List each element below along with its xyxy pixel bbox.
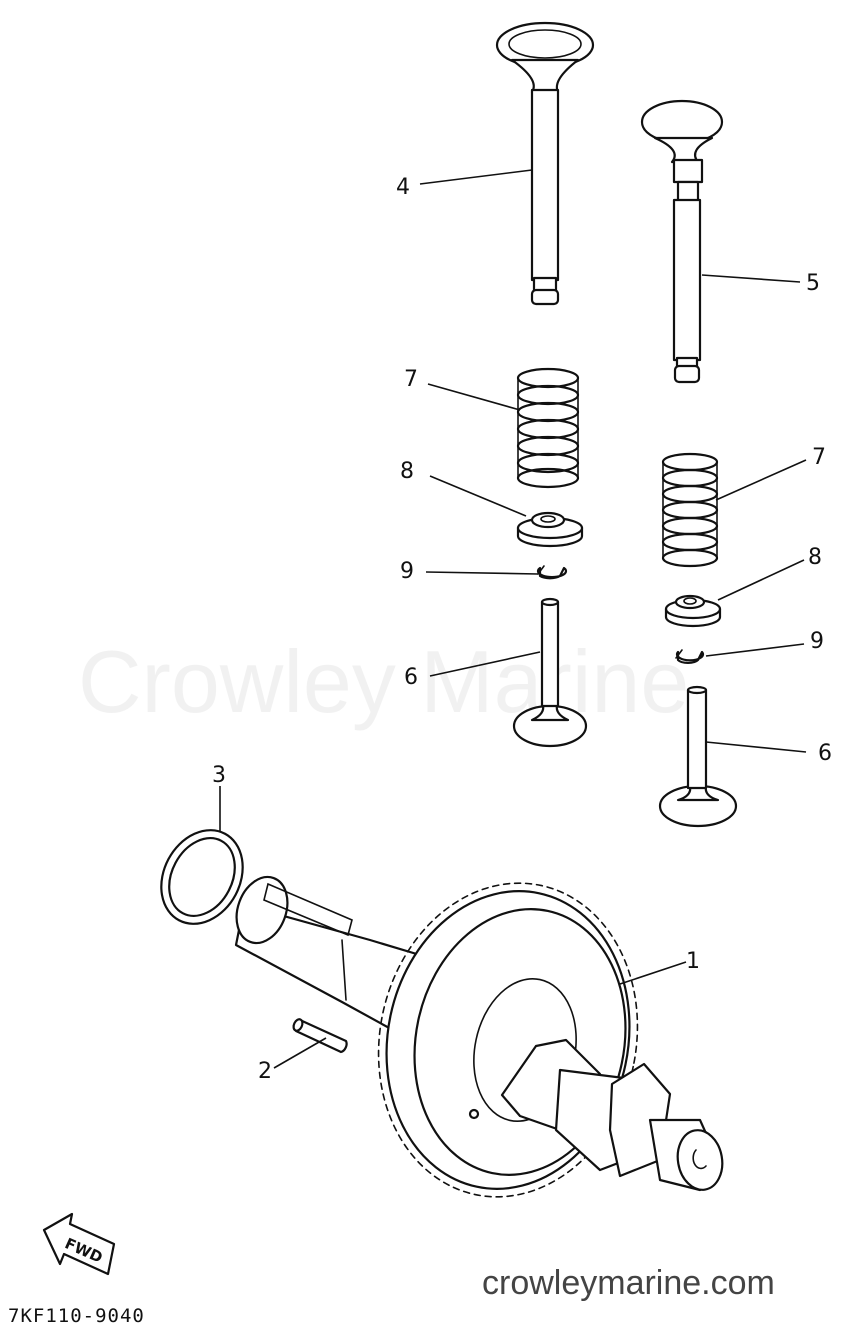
callout-5: 5 [806,271,820,296]
callout-9-right: 9 [810,629,824,654]
site-url: crowleymarine.com [482,1264,775,1302]
callout-8-right: 8 [808,545,822,570]
collet-part-9-left [536,565,568,580]
valve-part-4 [495,21,595,306]
watermark-text: Crowley Marine [78,632,689,731]
dowel-pin-part-2 [292,1018,348,1054]
collet-part-9-right [675,649,705,665]
forward-direction-arrow: FWD [42,1212,116,1276]
callout-8-left: 8 [400,459,414,484]
callout-6-right: 6 [818,741,832,766]
callout-7-left: 7 [404,367,418,392]
diagram-code: 7KF110-9040 [8,1305,145,1327]
leader-lines [219,169,807,1069]
lifter-part-6-right [658,685,738,828]
valve-part-5 [640,99,724,384]
callout-2: 2 [258,1059,272,1084]
callout-labels: 4 5 7 7 8 8 9 9 6 6 3 2 1 [212,175,832,1084]
callout-7-right: 7 [812,445,826,470]
spring-part-7-right [661,452,719,568]
spring-part-7-left [516,367,580,489]
lifter-part-6-left [512,597,588,748]
callout-4: 4 [396,175,410,200]
callout-9-left: 9 [400,559,414,584]
callout-3: 3 [212,763,226,788]
camshaft-part-1 [234,875,724,1198]
callout-6-left: 6 [404,665,418,690]
callout-1: 1 [686,949,700,974]
retainer-part-8-right [664,594,722,628]
o-ring-part-3 [160,829,244,925]
retainer-part-8-left [516,511,584,548]
